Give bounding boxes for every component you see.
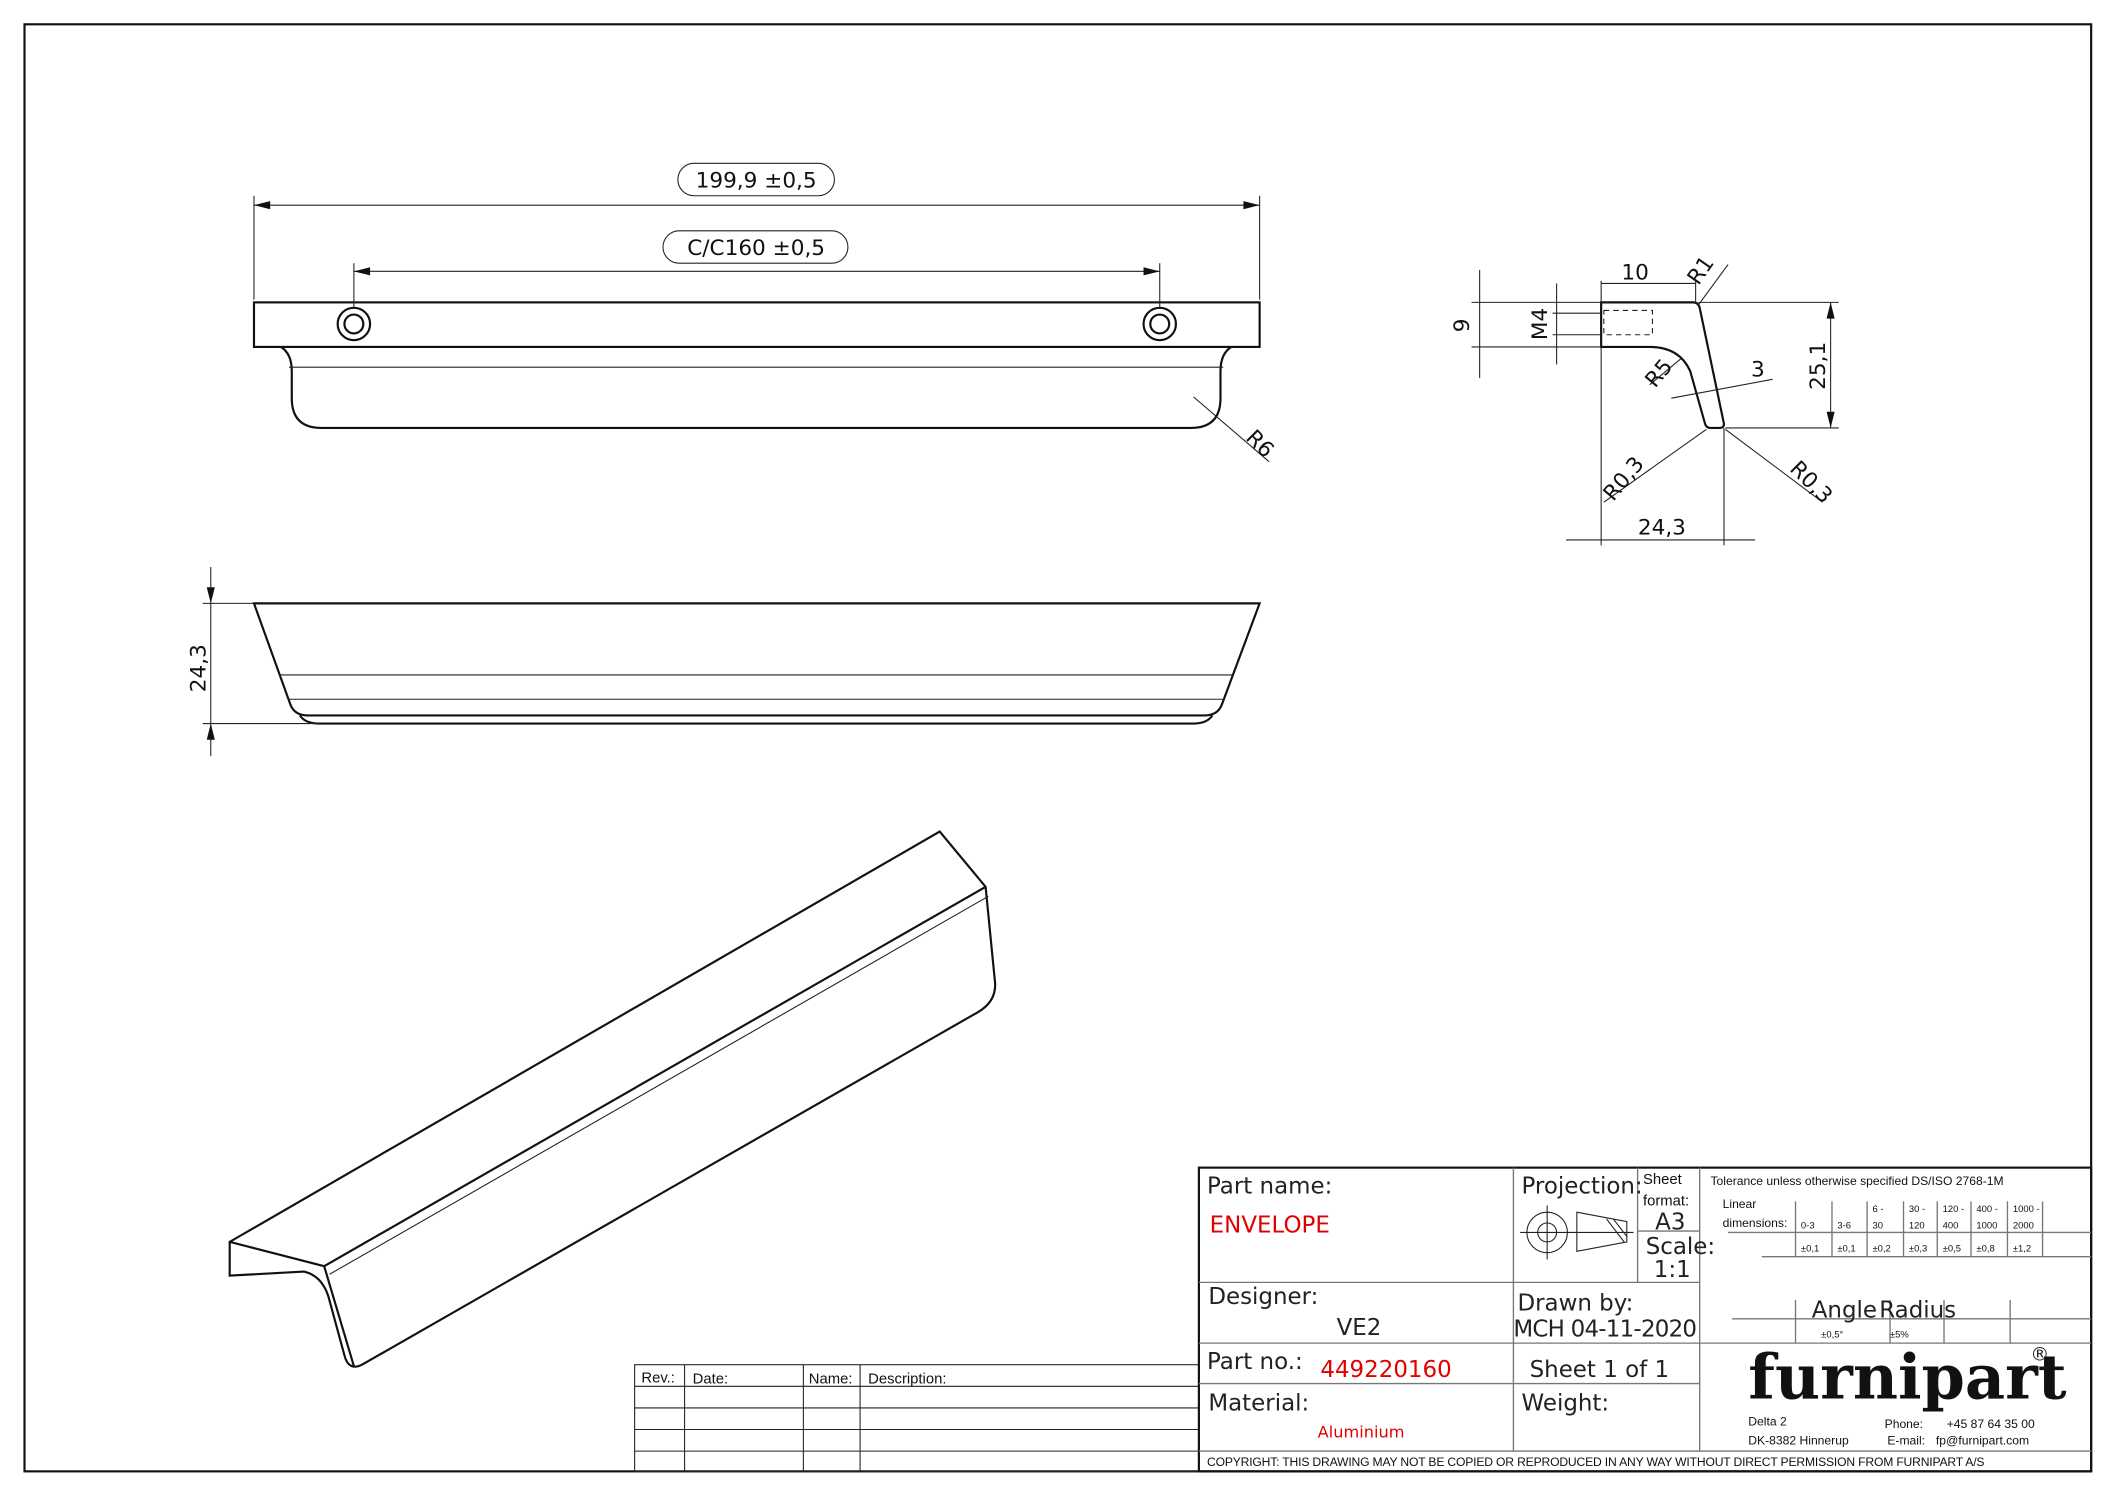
sheet-border bbox=[23, 23, 2093, 1473]
first-angle-projection-icon bbox=[1520, 1205, 1634, 1260]
linear-label-2: dimensions: bbox=[1723, 1216, 1788, 1230]
linear-label-1: Linear bbox=[1723, 1197, 1757, 1211]
copyright-notice: COPYRIGHT: THIS DRAWING MAY NOT BE COPIE… bbox=[1207, 1455, 1985, 1469]
tolerance-value: ±0,8 bbox=[1976, 1243, 1994, 1254]
dimension-height: 24,3 bbox=[186, 644, 211, 692]
dimension-center-to-center: C/C160 ±0,5 bbox=[687, 236, 825, 261]
dimension-overall-length: 199,9 ±0,5 bbox=[696, 169, 817, 194]
projection-label: Projection: bbox=[1522, 1173, 1643, 1199]
dimension-r03-right: R0,3 bbox=[1785, 456, 1838, 509]
tolerance-range-bottom: 0-3 bbox=[1801, 1220, 1815, 1231]
tolerance-table: 0-3 ±0,1 3-6 ±0,1 6 - 30 ±0,2 30 - 120 ±0,3 120 - 4… bbox=[1794, 1201, 2044, 1257]
tolerance-value: ±1,2 bbox=[2013, 1243, 2031, 1254]
tolerance-value: ±0,2 bbox=[1872, 1243, 1890, 1254]
description-header: Description: bbox=[868, 1372, 946, 1388]
dimension-m4: M4 bbox=[1528, 308, 1553, 340]
email-label: E-mail: bbox=[1887, 1433, 1925, 1447]
part-no-value: 449220160 bbox=[1320, 1357, 1451, 1383]
rev-header: Rev.: bbox=[641, 1370, 675, 1386]
isometric-view bbox=[228, 830, 997, 1368]
tolerance-range-top: 6 - bbox=[1872, 1204, 1883, 1215]
address-line-1: Delta 2 bbox=[1748, 1414, 1787, 1428]
sheet-number: Sheet 1 of 1 bbox=[1530, 1357, 1669, 1383]
dimension-r03-left: R0,3 bbox=[1599, 452, 1650, 506]
tolerance-value: ±0,5 bbox=[1943, 1243, 1961, 1254]
tolerance-value: ±0,1 bbox=[1801, 1243, 1819, 1254]
tolerance-range-top: 400 - bbox=[1976, 1204, 1998, 1215]
dimension-thickness: 3 bbox=[1751, 358, 1765, 383]
top-view: 199,9 ±0,5 C/C160 ±0,5 R6 bbox=[252, 162, 1279, 463]
sheet-format-value: A3 bbox=[1655, 1210, 1685, 1236]
angle-tolerance: ±0,5° bbox=[1821, 1330, 1843, 1341]
tolerance-range-top: 1000 - bbox=[2013, 1204, 2040, 1215]
tolerance-range-top: 120 - bbox=[1943, 1204, 1965, 1215]
date-header: Date: bbox=[693, 1372, 728, 1388]
part-name-value: ENVELOPE bbox=[1210, 1212, 1330, 1238]
angle-label: Angle bbox=[1812, 1297, 1877, 1323]
dimension-radius-r6: R6 bbox=[1241, 425, 1279, 463]
name-header: Name: bbox=[809, 1372, 853, 1388]
tolerance-range-bottom: 400 bbox=[1943, 1220, 1959, 1231]
designer-label: Designer: bbox=[1208, 1284, 1318, 1310]
dimension-9: 9 bbox=[1450, 318, 1475, 332]
mounting-hole-left bbox=[336, 306, 372, 342]
front-view: 24,3 bbox=[186, 566, 1262, 756]
sheet-format-label-1: Sheet bbox=[1643, 1172, 1683, 1188]
weight-label: Weight: bbox=[1522, 1391, 1610, 1417]
part-name-label: Part name: bbox=[1207, 1173, 1332, 1199]
dimension-width-10: 10 bbox=[1621, 260, 1648, 285]
part-no-label: Part no.: bbox=[1207, 1349, 1303, 1375]
dimension-r5: R5 bbox=[1641, 355, 1679, 393]
designer-value: VE2 bbox=[1337, 1315, 1382, 1341]
revision-table: Rev.: Date: Name: Description: bbox=[634, 1364, 1200, 1472]
material-label: Material: bbox=[1208, 1391, 1309, 1417]
tolerance-range-bottom: 2000 bbox=[2013, 1220, 2034, 1231]
mounting-hole-right bbox=[1142, 306, 1178, 342]
dimension-25-1: 25,1 bbox=[1806, 342, 1831, 390]
scale-label: Scale: bbox=[1646, 1234, 1715, 1260]
address-line-2: DK-8382 Hinnerup bbox=[1748, 1433, 1849, 1447]
radius-label: Radius bbox=[1879, 1297, 1956, 1323]
tolerance-title: Tolerance unless otherwise specified DS/… bbox=[1710, 1174, 2003, 1188]
tolerance-value: ±0,3 bbox=[1909, 1243, 1927, 1254]
handle-lip-outline bbox=[280, 345, 1232, 429]
scale-value: 1:1 bbox=[1654, 1257, 1691, 1283]
tolerance-range-bottom: 120 bbox=[1909, 1220, 1925, 1231]
tolerance-range-top: 30 - bbox=[1909, 1204, 1925, 1215]
side-profile-view: 10 R1 9 M4 R5 3 25,1 R0,3 R0,3 24,3 bbox=[1450, 252, 1839, 546]
sheet-format-label-2: format: bbox=[1643, 1193, 1689, 1209]
email-address: fp@furnipart.com bbox=[1936, 1433, 2029, 1447]
drawn-by-label: Drawn by: bbox=[1517, 1291, 1633, 1317]
registered-mark: ® bbox=[2030, 1344, 2049, 1366]
tolerance-value: ±0,1 bbox=[1837, 1243, 1855, 1254]
dimension-depth: 24,3 bbox=[1638, 516, 1686, 541]
radius-tolerance: ±5% bbox=[1890, 1330, 1909, 1341]
tolerance-range-bottom: 1000 bbox=[1976, 1220, 1997, 1231]
phone-label: Phone: bbox=[1885, 1417, 1923, 1431]
tolerance-range-bottom: 3-6 bbox=[1837, 1220, 1851, 1231]
furnipart-logo: furnipart bbox=[1748, 1340, 2067, 1413]
phone-number: +45 87 64 35 00 bbox=[1947, 1417, 2035, 1431]
material-value: Aluminium bbox=[1318, 1423, 1405, 1442]
tolerance-range-bottom: 30 bbox=[1872, 1220, 1883, 1231]
handle-top-bar bbox=[252, 301, 1261, 348]
drawn-by-value: MCH 04-11-2020 bbox=[1513, 1316, 1697, 1342]
title-block: Part name: ENVELOPE Projection: Sheet fo… bbox=[1197, 1166, 2093, 1473]
